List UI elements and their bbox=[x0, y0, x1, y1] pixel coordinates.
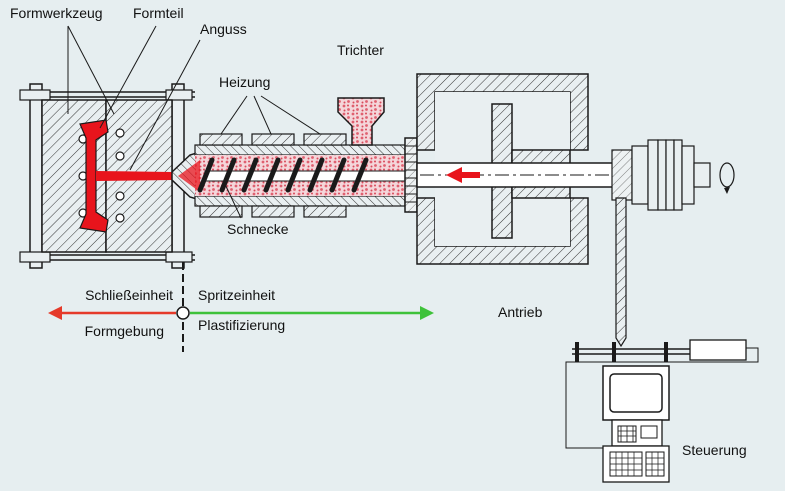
label-formwerkzeug: Formwerkzeug bbox=[10, 5, 103, 21]
label-plastifizierung: Plastifizierung bbox=[198, 317, 285, 333]
label-antrieb: Antrieb bbox=[498, 304, 543, 320]
formgebung-arrowhead bbox=[48, 306, 62, 320]
label-formteil: Formteil bbox=[133, 5, 184, 21]
plastifizierung-arrowhead bbox=[420, 306, 434, 320]
divider-node bbox=[176, 306, 190, 320]
label-heizung: Heizung bbox=[219, 74, 270, 90]
hydraulic-cylinder bbox=[416, 73, 711, 265]
rotation-arrow-icon bbox=[719, 162, 735, 194]
label-trichter: Trichter bbox=[337, 42, 384, 58]
computer-terminal-icon bbox=[602, 365, 670, 483]
label-schnecke: Schnecke bbox=[227, 221, 289, 237]
label-spritzeinheit: Spritzeinheit bbox=[198, 287, 275, 303]
labels: Formwerkzeug Formteil Anguss Trichter He… bbox=[10, 5, 747, 458]
label-schliesseinheit: Schließeinheit bbox=[85, 287, 173, 303]
mold-unit bbox=[19, 83, 195, 269]
label-formgebung: Formgebung bbox=[85, 323, 164, 339]
label-steuerung: Steuerung bbox=[682, 442, 747, 458]
label-anguss: Anguss bbox=[200, 21, 247, 37]
drive-linkage bbox=[565, 197, 759, 449]
injection-unit bbox=[171, 97, 418, 218]
leader-lines bbox=[67, 25, 321, 219]
unit-divider bbox=[48, 262, 434, 352]
